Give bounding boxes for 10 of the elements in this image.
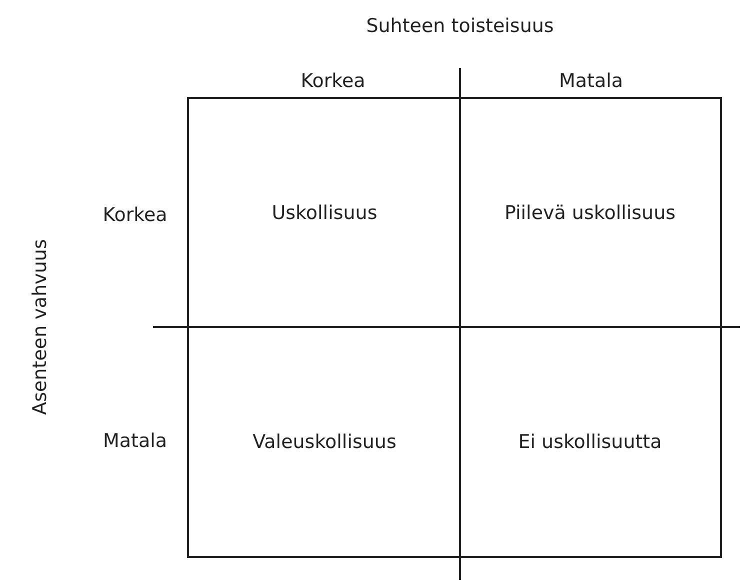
quadrant-cell: Valeuskollisuus xyxy=(187,327,460,558)
axis-title: Suhteen toisteisuus xyxy=(366,15,554,37)
axis-title: Asenteen vahvuus xyxy=(29,239,51,415)
row-header: Korkea xyxy=(102,204,168,226)
column-header: Matala xyxy=(558,70,624,92)
quadrant-cell: Uskollisuus xyxy=(187,97,460,327)
quadrant-cell: Piilevä uskollisuus xyxy=(460,97,722,327)
quadrant-cell: Ei uskollisuutta xyxy=(460,327,722,558)
column-header: Korkea xyxy=(300,70,366,92)
row-header: Matala xyxy=(102,430,168,452)
